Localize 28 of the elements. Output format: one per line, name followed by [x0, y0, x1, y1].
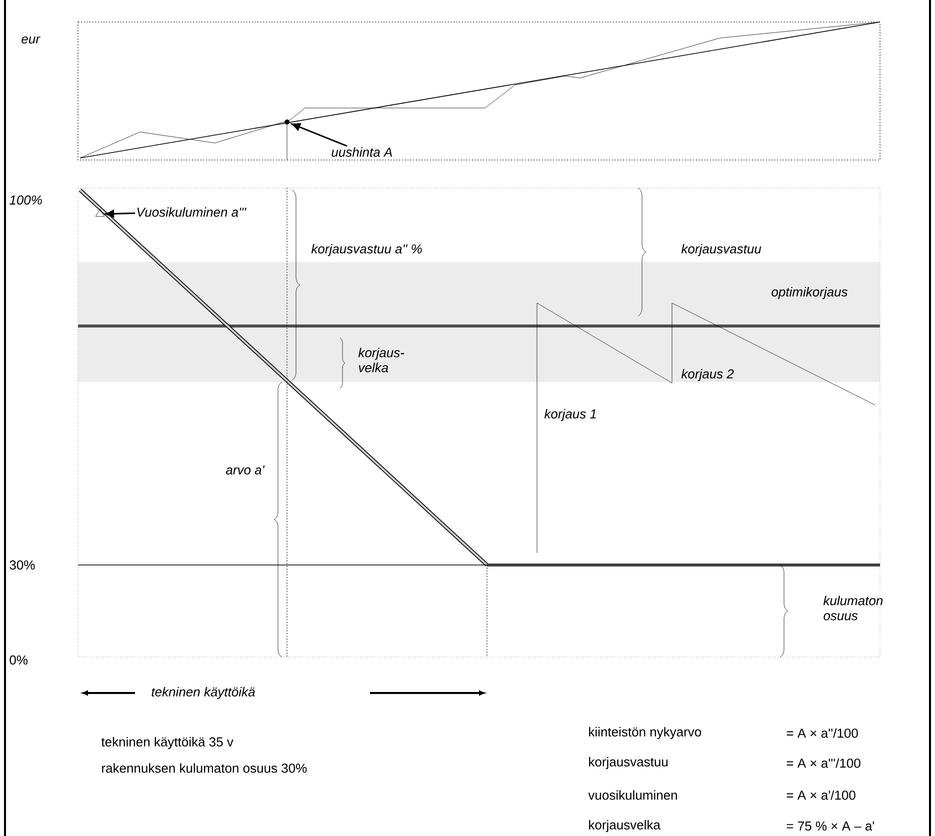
leader-text: Vuosikuluminen a''' — [137, 207, 246, 217]
label: korjausvelka — [589, 820, 660, 832]
label: 100% — [10, 195, 42, 205]
label: vuosikuluminen — [588, 790, 677, 800]
label: korjaus- velka — [358, 348, 404, 372]
label: = 75 % × A – a' — [786, 821, 874, 831]
label: korjausvastuu — [589, 756, 668, 770]
label: rakennuksen kulumaton osuus 30% — [102, 763, 307, 773]
label: eur — [22, 36, 40, 44]
label: korjaus 1 — [544, 408, 596, 422]
label: 0% — [10, 655, 28, 665]
label: arvo a' — [226, 465, 265, 475]
leader-line — [291, 123, 348, 147]
label: korjausvastuu a'' % — [311, 244, 422, 256]
label: 30% — [10, 560, 35, 570]
label: tekninen käyttöikä 35 v — [101, 736, 234, 750]
label: korjaus 2 — [681, 368, 734, 382]
label: = A × a''/100 — [786, 728, 858, 738]
label: tekninen käyttöikä — [152, 686, 255, 700]
label: kulumaton osuus — [823, 596, 883, 620]
triangle-mark — [95, 208, 105, 217]
leader-text: uushinta A — [332, 147, 392, 157]
leader-line — [105, 210, 136, 218]
label: = A × a'''/100 — [786, 758, 860, 768]
label: optimikorjaus — [772, 286, 848, 300]
label: kiinteistön nykyarvo — [589, 726, 702, 740]
label: = A × a'/100 — [786, 790, 856, 800]
label: korjausvastuu — [681, 244, 762, 256]
